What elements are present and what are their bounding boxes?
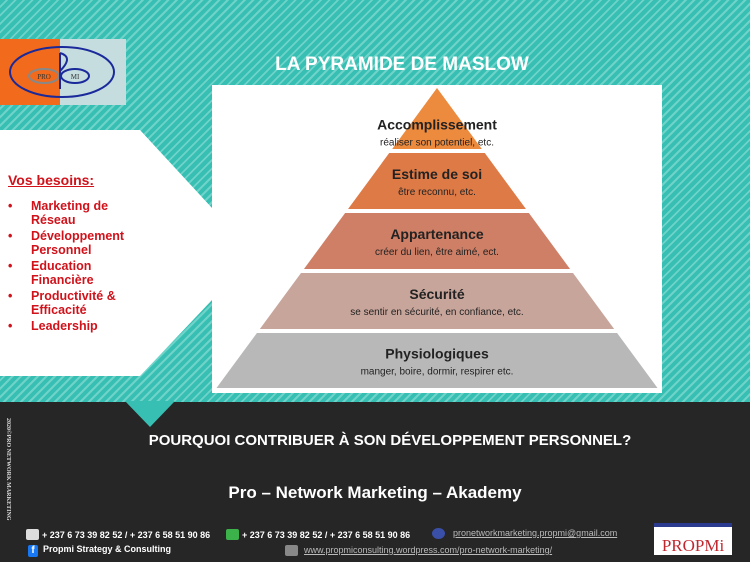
propmi-logo: PRO MI: [0, 39, 126, 105]
maslow-pyramid: Accomplissement réaliser son potentiel, e…: [212, 85, 662, 393]
need-item: Productivité & Efficacité: [8, 289, 148, 317]
pyramid-level-subtitle: manger, boire, dormir, respirer etc.: [361, 367, 514, 378]
vertical-copyright: 2020©PRO NETWORK MARKETING: [5, 418, 11, 521]
phone-numbers: + 237 6 73 39 82 52 / + 237 6 58 51 90 8…: [42, 530, 211, 540]
whatsapp-numbers: + 237 6 73 39 82 52 / + 237 6 58 51 90 8…: [242, 530, 411, 540]
pyramid-level: [216, 333, 658, 388]
pyramid-level-subtitle: créer du lien, être aimé, ect.: [375, 247, 499, 258]
pyramid-level-subtitle: se sentir en sécurité, en confiance, etc…: [350, 307, 523, 318]
pyramid-level-title: Accomplissement: [377, 117, 497, 133]
logo-ellipse-icon: PRO MI: [9, 46, 115, 98]
needs-heading: Vos besoins:: [8, 172, 95, 188]
need-item: Leadership: [8, 319, 148, 334]
facebook-icon: f: [28, 545, 38, 557]
pyramid-level: [392, 88, 482, 149]
page-title: LA PYRAMIDE DE MASLOW: [275, 54, 529, 75]
phone-icon: [26, 529, 39, 540]
pyramid-level: [303, 213, 571, 269]
pyramid-level: [259, 273, 615, 329]
logo-mi: MI: [71, 73, 80, 81]
pyramid-level-title: Physiologiques: [385, 346, 489, 362]
whatsapp-icon: [226, 529, 239, 540]
pyramid-level: [348, 153, 526, 209]
footer-question: POURQUOI CONTRIBUER À SON DÉVELOPPEMENT …: [148, 432, 632, 449]
facebook-page[interactable]: Propmi Strategy & Consulting: [43, 544, 172, 554]
needs-list: Vos besoins: Marketing de Réseau Dévelop…: [8, 172, 148, 337]
pyramid-level-subtitle: réaliser son potentiel, etc.: [380, 138, 494, 149]
globe-icon: [285, 545, 298, 556]
logo-pro: PRO: [37, 73, 51, 81]
need-item: Marketing de Réseau: [8, 199, 148, 227]
propmi-brand-logo: PROPMi: [654, 523, 732, 555]
academy-name: Pro – Network Marketing – Akademy: [228, 483, 522, 502]
email-link[interactable]: pronetworkmarketing.propmi@gmail.com: [453, 528, 618, 538]
need-item: Education Financière: [8, 259, 148, 287]
pyramid-level-subtitle: être reconnu, etc.: [398, 187, 476, 198]
website-link[interactable]: www.propmiconsulting.wordpress.com/pro-n…: [304, 545, 553, 555]
pyramid-level-title: Estime de soi: [392, 166, 482, 182]
need-item: Développement Personnel: [8, 229, 148, 257]
email-icon: [432, 528, 445, 539]
pyramid-level-title: Appartenance: [390, 226, 484, 242]
pyramid-level-title: Sécurité: [409, 286, 464, 302]
footer: [0, 402, 750, 562]
